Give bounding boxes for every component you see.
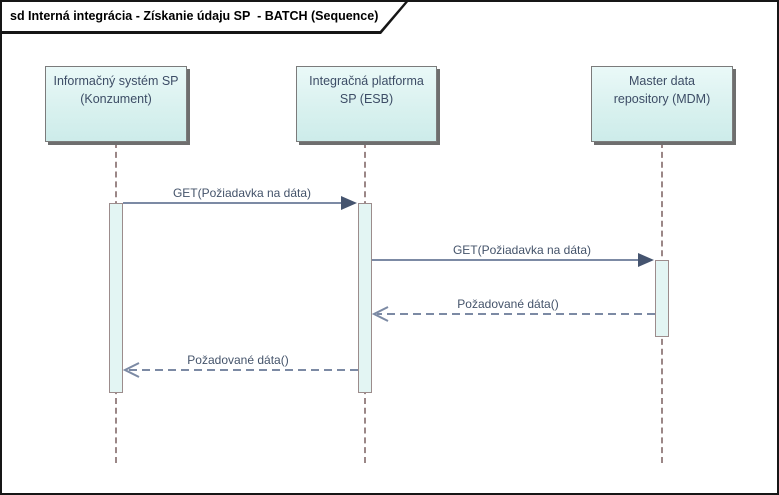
- lifeline-head-konzument: Informačný systém SP (Konzument): [45, 66, 187, 142]
- activation-esb: [358, 203, 372, 393]
- lifeline-head-label: Informačný systém SP (Konzument): [53, 74, 179, 107]
- lifeline-head-label: Master data repository (MDM): [613, 74, 711, 107]
- message-label-return-1: Požadované dáta(): [457, 297, 559, 311]
- diagram-title: sd Interná integrácia - Získanie údaju S…: [10, 9, 379, 23]
- message-label-return-2: Požadované dáta(): [187, 353, 289, 367]
- lifeline-head-label: Integračná platforma SP (ESB): [309, 74, 424, 107]
- activation-mdm: [655, 260, 669, 337]
- activation-konzument: [109, 203, 123, 393]
- lifeline-head-mdm: Master data repository (MDM): [591, 66, 733, 142]
- message-label-get-2: GET(Požiadavka na dáta): [452, 243, 592, 257]
- message-label-get-1: GET(Požiadavka na dáta): [172, 186, 312, 200]
- lifeline-head-esb: Integračná platforma SP (ESB): [296, 66, 437, 142]
- diagram-title-tab: sd Interná integrácia - Získanie údaju S…: [2, 2, 405, 31]
